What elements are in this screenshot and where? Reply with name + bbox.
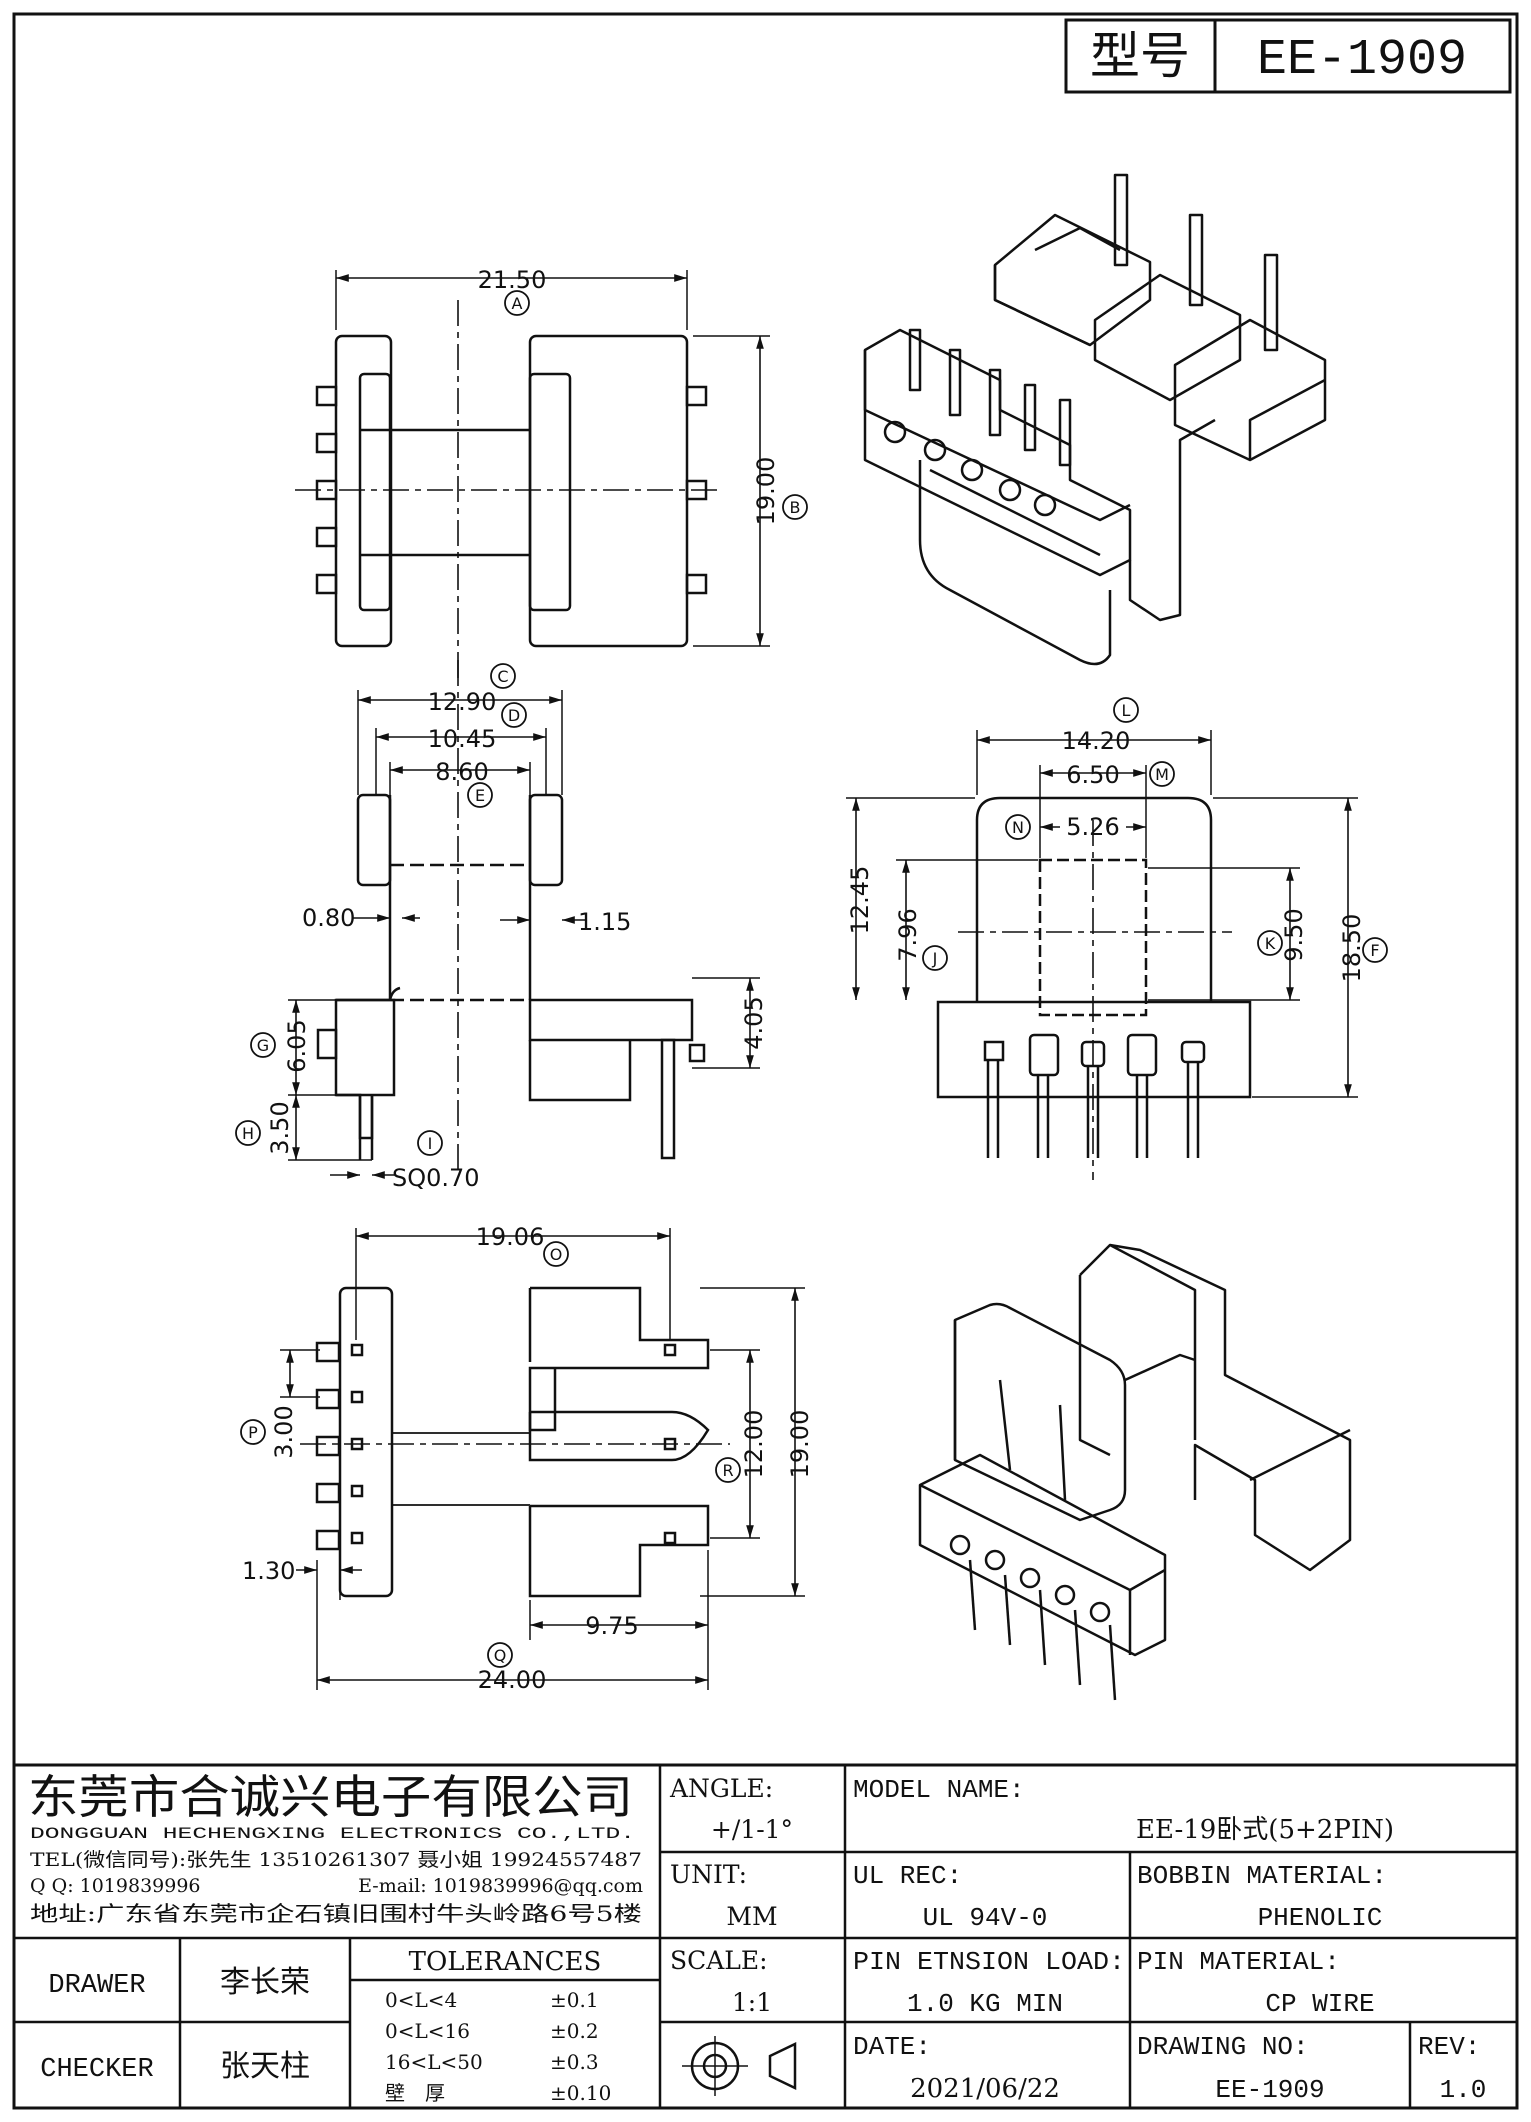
callout-L: L xyxy=(1122,701,1131,720)
callout-P: P xyxy=(248,1423,258,1442)
angle-value: +/1-1° xyxy=(711,1815,793,1844)
callout-R: R xyxy=(722,1461,733,1480)
rev-value: 1.0 xyxy=(1440,2075,1487,2105)
bobbin-material-label: BOBBIN MATERIAL: xyxy=(1137,1861,1387,1891)
callout-M: M xyxy=(1155,765,1169,784)
dim-M-label: 6.50 xyxy=(1066,761,1119,789)
pin-load-value: 1.0 KG MIN xyxy=(907,1989,1063,2019)
dim-side-left-label: 0.80 xyxy=(302,904,355,932)
tolerance-value-3: ±0.3 xyxy=(550,2050,599,2074)
tolerance-range-4: 壁 厚 xyxy=(385,2081,445,2105)
callout-J: J xyxy=(932,949,938,968)
tolerance-value-4: ±0.10 xyxy=(550,2081,611,2105)
date-label: DATE: xyxy=(853,2032,931,2062)
scale-label: SCALE: xyxy=(670,1946,768,1975)
callout-I: I xyxy=(428,1134,433,1153)
dim-A-label: 21.50 xyxy=(478,266,547,294)
model-number: EE-1909 xyxy=(1257,32,1467,89)
date-value: 2021/06/22 xyxy=(910,2074,1060,2104)
tolerance-range-3: 16<L<50 xyxy=(385,2050,483,2074)
rev-label: REV: xyxy=(1418,2032,1480,2062)
dim-O-label: 19.06 xyxy=(476,1223,545,1251)
pin-material-label: PIN MATERIAL: xyxy=(1137,1947,1340,1977)
tolerance-range-1: 0<L<4 xyxy=(385,1988,457,2012)
ul-label: UL REC: xyxy=(853,1861,962,1891)
ul-value: UL 94V-0 xyxy=(923,1903,1048,1933)
callout-F: F xyxy=(1370,941,1379,960)
dim-total-h-label: 19.00 xyxy=(786,1410,814,1479)
callout-O: O xyxy=(550,1245,563,1264)
unit-value: MM xyxy=(726,1902,777,1931)
callout-D: D xyxy=(508,706,520,725)
pin-material-value: CP WIRE xyxy=(1265,1989,1374,2019)
callout-letters: A B C D E G H I L M N J K F O P R Q xyxy=(242,294,1380,1665)
isometric-view-top xyxy=(863,173,1327,666)
callout-K: K xyxy=(1265,934,1276,953)
side-view xyxy=(846,730,1358,1180)
checker-name: 张天柱 xyxy=(220,2049,310,2084)
isometric-view-bottom xyxy=(918,1243,1352,1701)
callout-A: A xyxy=(512,294,523,313)
dim-pin-off-label: 1.30 xyxy=(242,1557,295,1585)
callout-N: N xyxy=(1012,818,1024,837)
callout-C: C xyxy=(497,667,508,686)
model-name-label: MODEL NAME: xyxy=(853,1775,1025,1805)
dim-N-label: 5.26 xyxy=(1066,813,1119,841)
dim-F-label: 18.50 xyxy=(1338,914,1366,983)
dim-I-label: SQ0.70 xyxy=(392,1164,480,1192)
angle-label: ANGLE: xyxy=(669,1774,773,1803)
dim-R-label: 12.00 xyxy=(740,1410,768,1479)
tolerances-title: TOLERANCES xyxy=(409,1947,602,1977)
checker-label: CHECKER xyxy=(40,2055,153,2085)
model-name-value: EE-19卧式(5+2PIN) xyxy=(1136,1815,1394,1845)
drawing-no-label: DRAWING NO: xyxy=(1137,2032,1309,2062)
dim-975-label: 9.75 xyxy=(585,1612,638,1640)
scale-value: 1:1 xyxy=(732,1988,772,2017)
dim-D-label: 10.45 xyxy=(428,725,497,753)
company-tel: TEL(微信同号):张先生 13510261307 聂小姐 1992455748… xyxy=(30,1849,642,1871)
callout-B: B xyxy=(790,498,801,517)
callout-E: E xyxy=(475,786,485,805)
dim-Q-label: 24.00 xyxy=(478,1666,547,1694)
company-email: E-mail: 1019839996@qq.com xyxy=(358,1875,643,1897)
drawer-label: DRAWER xyxy=(48,1971,145,2001)
top-view xyxy=(295,270,770,680)
type-label: 型号 xyxy=(1090,27,1190,85)
company-qq: Q Q: 1019839996 xyxy=(30,1875,201,1897)
dim-G-label: 6.05 xyxy=(283,1019,311,1072)
pin-load-label: PIN ETNSION LOAD: xyxy=(853,1947,1125,1977)
drawer-name: 李长荣 xyxy=(220,1965,310,2000)
dim-side-right-label: 1.15 xyxy=(578,908,631,936)
dim-K-label: 9.50 xyxy=(1280,908,1308,961)
bottom-view xyxy=(280,1228,805,1690)
bobbin-material-value: PHENOLIC xyxy=(1258,1903,1383,1933)
company-name-en: DONGGUAN HECHENGXING ELECTRONICS CO.,LTD… xyxy=(30,1825,635,1843)
front-view xyxy=(288,660,760,1179)
callout-G: G xyxy=(257,1036,269,1055)
title-block xyxy=(14,1763,1517,2108)
callout-H: H xyxy=(242,1124,254,1143)
dim-P-label: 3.00 xyxy=(270,1405,298,1458)
callout-Q: Q xyxy=(494,1646,507,1665)
dim-C-label: 12.90 xyxy=(428,688,497,716)
tolerance-range-2: 0<L<16 xyxy=(385,2019,470,2043)
dim-L-label: 14.20 xyxy=(1062,727,1131,755)
tolerance-value-2: ±0.2 xyxy=(550,2019,599,2043)
dim-height-left-label: 12.45 xyxy=(846,866,874,935)
sheet-border xyxy=(12,12,1519,2110)
callout-markers xyxy=(235,290,1388,1668)
unit-label: UNIT: xyxy=(670,1860,747,1889)
dim-E-label: 8.60 xyxy=(435,758,488,786)
company-address: 地址:广东省东莞市企石镇旧围村牛头岭路6号5楼 xyxy=(30,1902,642,1926)
company-name-cn: 东莞市合诚兴电子有限公司 xyxy=(28,1770,633,1824)
dim-base-h-label: 4.05 xyxy=(740,996,768,1049)
dim-J-label: 7.96 xyxy=(894,908,922,961)
tolerance-value-1: ±0.1 xyxy=(550,1988,599,2012)
header-box: 型号 EE-1909 xyxy=(1064,18,1512,94)
dim-B-label: 19.00 xyxy=(752,457,780,526)
dim-H-label: 3.50 xyxy=(266,1101,294,1154)
drawing-no-value: EE-1909 xyxy=(1215,2075,1324,2105)
